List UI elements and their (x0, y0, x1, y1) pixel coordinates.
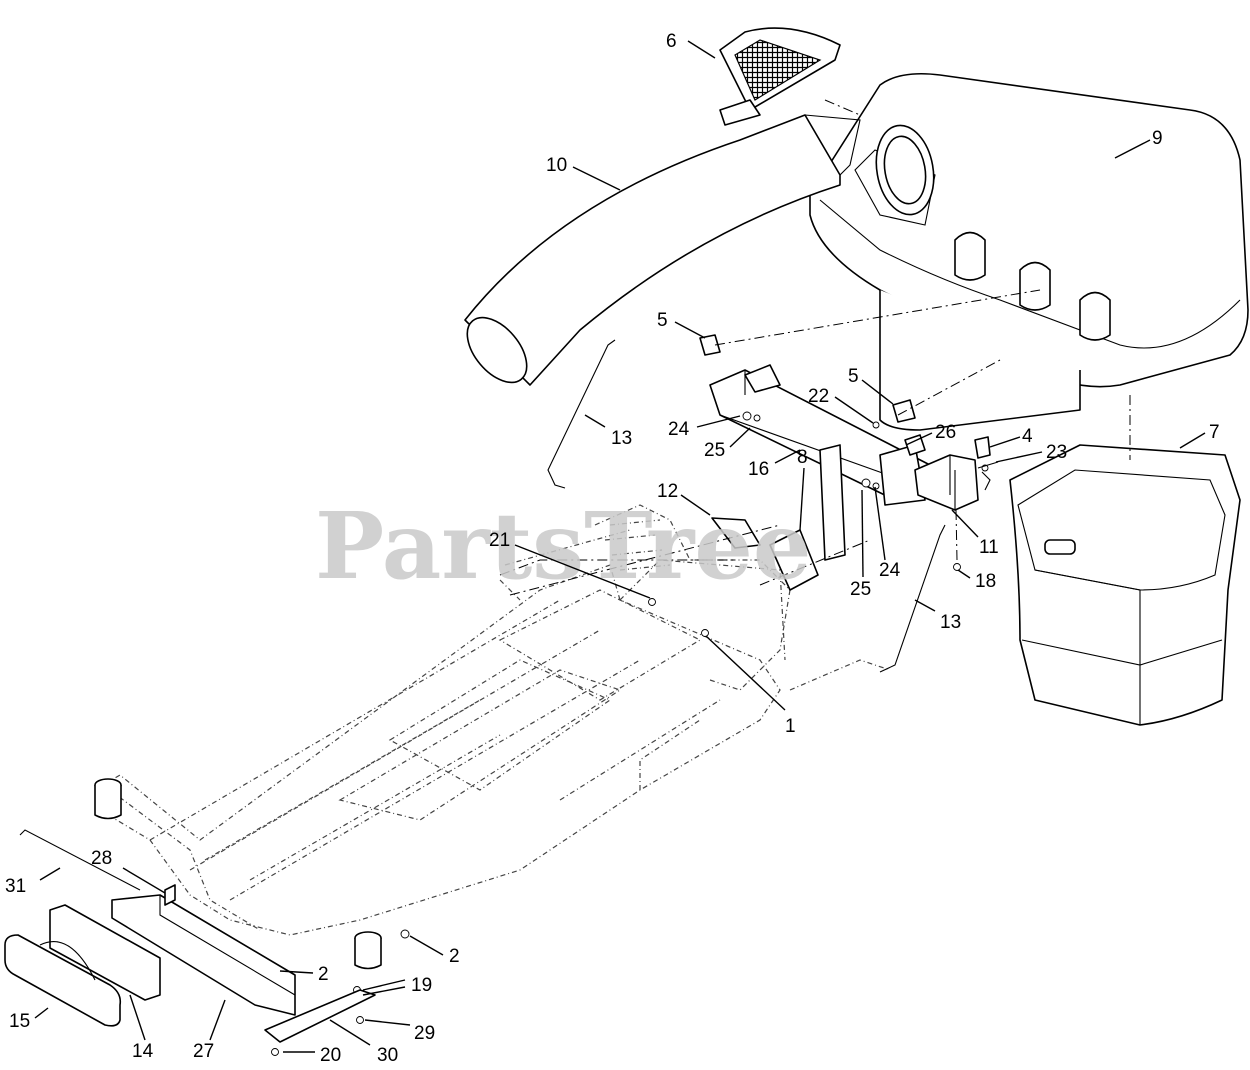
callout-24-right: 24 (879, 560, 901, 581)
weight-bracket-30 (264, 989, 376, 1043)
blower-housing (809, 72, 1249, 431)
callout-9: 9 (1152, 128, 1163, 149)
alignment-lines (499, 99, 1131, 596)
callout-29: 29 (414, 1023, 435, 1044)
plate-4 (974, 436, 991, 459)
callout-26: 26 (935, 422, 956, 443)
callout-22: 22 (808, 386, 829, 407)
leader-lines (34, 40, 1206, 1053)
hitch-mount-bracket (709, 364, 931, 561)
discharge-tube (464, 114, 861, 386)
callout-1: 1 (785, 716, 796, 737)
callout-31: 31 (5, 876, 26, 897)
plate-5-left (699, 334, 721, 356)
callout-16: 16 (748, 459, 769, 480)
weight-bracket-27 (111, 894, 296, 1016)
mower-frame (94, 529, 891, 936)
mount-bracket-right (914, 454, 979, 511)
weight-rod-31 (19, 829, 141, 891)
callout-8: 8 (797, 447, 808, 468)
hitch-pin (977, 461, 999, 491)
callout-5-right: 5 (848, 366, 859, 387)
callout-25-right: 25 (850, 579, 871, 600)
callout-13-left: 13 (611, 428, 632, 449)
callout-28: 28 (91, 848, 112, 869)
callout-labels: 6 9 10 7 5 5 22 13 24 25 26 4 23 16 12 8… (5, 31, 1220, 1066)
plate-5-right (892, 399, 916, 423)
support-rod-right (879, 524, 946, 673)
watermark: PartsTree (315, 492, 811, 600)
callout-6: 6 (666, 31, 677, 52)
callout-2-right: 2 (449, 946, 460, 967)
callout-11: 11 (979, 537, 999, 558)
callout-24-left: 24 (668, 419, 690, 440)
weight-plate-14 (49, 904, 161, 1001)
grass-hopper (1009, 444, 1241, 726)
callout-13-right: 13 (940, 612, 961, 633)
callout-18: 18 (975, 571, 996, 592)
callout-4: 4 (1022, 426, 1033, 447)
plate-26 (904, 434, 926, 456)
callout-7: 7 (1209, 422, 1220, 443)
callout-12: 12 (657, 481, 678, 502)
bracket-12 (711, 517, 761, 549)
callout-30: 30 (377, 1045, 398, 1066)
seat-mount-plate (594, 504, 791, 691)
callout-21: 21 (489, 530, 510, 551)
blower-screen (719, 27, 841, 126)
front-caster-tubes (94, 778, 382, 970)
callout-19: 19 (411, 975, 432, 996)
callout-20: 20 (320, 1045, 341, 1066)
callout-2-left: 2 (318, 964, 329, 985)
callout-23: 23 (1046, 442, 1067, 463)
callout-14: 14 (132, 1041, 154, 1062)
callout-25-left: 25 (704, 440, 725, 461)
support-rod-left (547, 339, 616, 489)
weight-handle-15 (4, 934, 122, 1027)
fastener-28 (164, 884, 176, 906)
callout-15: 15 (9, 1011, 30, 1032)
callout-5-left: 5 (657, 310, 668, 331)
callout-10: 10 (546, 155, 567, 176)
callout-27-text: 27 (193, 1041, 214, 1062)
